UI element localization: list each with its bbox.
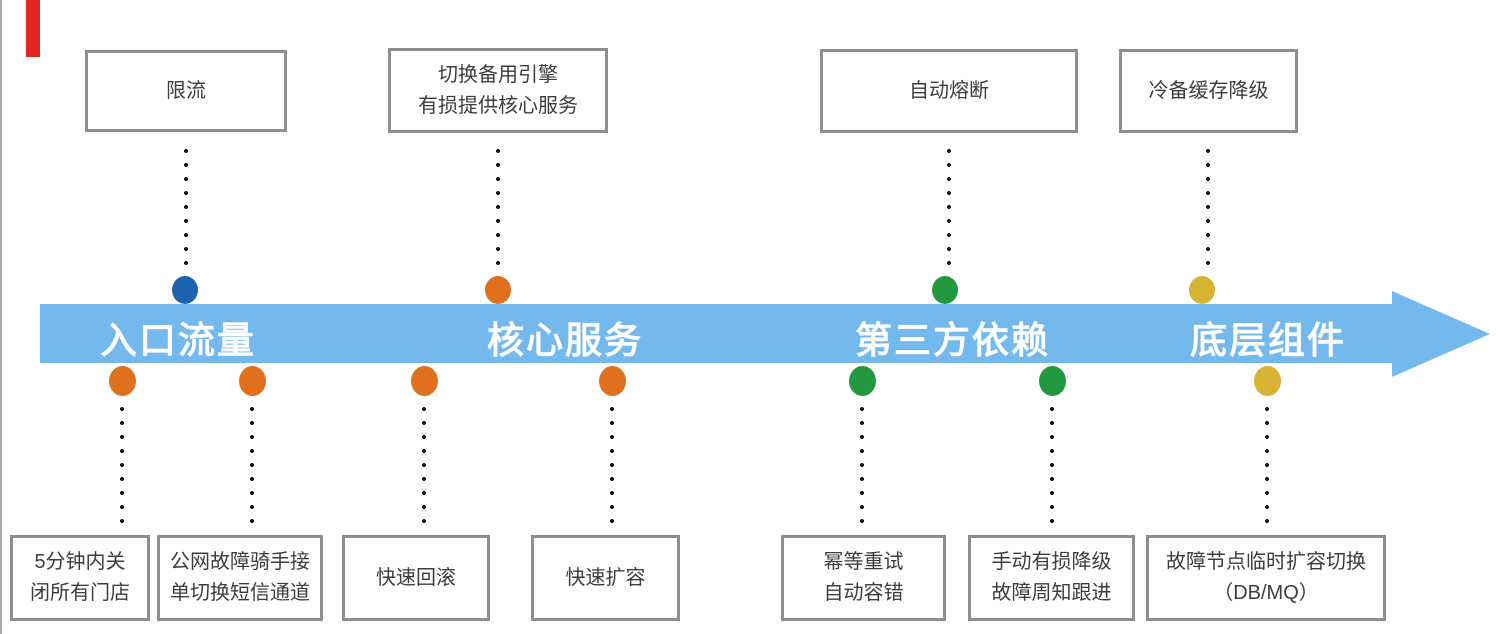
dotted-connector [1206,144,1210,272]
strategy-box-fast-scaleout: 快速扩容 [531,535,680,621]
dotted-connector [250,402,254,526]
stage-label-entry-traffic: 入口流量 [100,320,256,361]
strategy-box-close-stores: 5分钟内关 闭所有门店 [10,535,150,621]
timeline-dot-green [932,276,958,304]
strategy-box-idempotent-retry: 幂等重试 自动容错 [781,535,946,621]
stage-label-third-party: 第三方依赖 [855,320,1050,361]
strategy-box-backup-engine: 切换备用引擎 有损提供核心服务 [388,48,608,133]
dotted-connector [184,144,188,272]
strategy-box-line: 公网故障骑手接 [170,551,310,573]
strategy-box-line: 冷备缓存降级 [1148,79,1269,102]
dotted-connector [1265,402,1269,526]
timeline-dot-yellow [1189,276,1215,304]
arrow-head-icon [1392,291,1490,377]
strategy-box-circuit-breaker: 自动熔断 [820,49,1078,133]
strategy-box-line: 自动熔断 [909,79,989,102]
strategy-box-line: 有损提供核心服务 [418,94,578,117]
dotted-connector [496,144,500,272]
timeline-dot-green [1039,366,1066,396]
strategy-box-line: 快速扩容 [565,566,646,589]
red-marker [26,0,40,57]
strategy-box-line: 故障周知跟进 [991,582,1112,604]
dotted-connector [860,402,864,526]
strategy-box-line: 手动有损降级 [991,551,1112,573]
timeline-dot-green [849,366,876,396]
timeline-arrow-band [40,304,1392,363]
timeline-dot-orange [411,366,438,396]
strategy-box-line: 快速回滚 [376,566,456,589]
timeline-dot-yellow [1254,366,1281,396]
strategy-box-line: 限流 [166,79,206,102]
strategy-box-cold-cache: 冷备缓存降级 [1119,49,1298,133]
strategy-box-line: 5分钟内关 [34,551,126,573]
left-edge-line [0,0,2,634]
dotted-connector [947,144,951,272]
dotted-connector [1050,402,1054,526]
strategy-box-line: 单切换短信通道 [170,582,310,604]
strategy-box-line: 自动容错 [823,582,904,604]
strategy-box-line: 故障节点临时扩容切换 [1166,551,1366,573]
timeline-dot-orange [485,276,511,304]
strategy-box-line: 幂等重试 [823,551,904,573]
stage-label-base-components: 底层组件 [1190,320,1346,361]
strategy-box-rate-limit: 限流 [85,50,287,132]
dotted-connector [610,402,614,526]
timeline-dot-blue [172,276,198,304]
strategy-box-line: 闭所有门店 [30,582,130,604]
strategy-box-sms-channel: 公网故障骑手接 单切换短信通道 [157,535,323,621]
strategy-box-line: （DB/MQ） [1213,582,1319,604]
timeline-dot-orange [109,366,136,396]
strategy-box-line: 切换备用引擎 [438,63,558,86]
strategy-box-fast-rollback: 快速回滚 [342,535,490,621]
dotted-connector [422,402,426,526]
timeline-dot-orange [239,366,266,396]
dotted-connector [120,402,124,526]
strategy-box-node-switch: 故障节点临时扩容切换 （DB/MQ） [1146,535,1386,621]
strategy-box-manual-degrade: 手动有损降级 故障周知跟进 [968,535,1135,621]
timeline-dot-orange [599,366,626,396]
stage-label-core-services: 核心服务 [487,320,643,361]
